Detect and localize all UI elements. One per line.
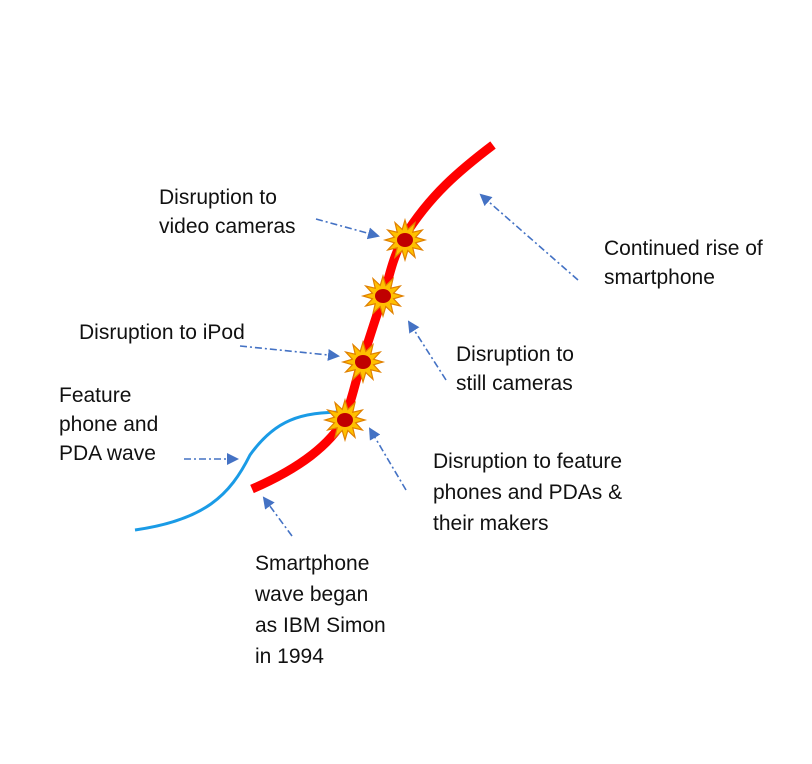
starburst-core-feature-phones <box>337 413 353 427</box>
arrow-still-cameras <box>407 320 447 381</box>
label-continued-rise: Continued rise of smartphone <box>604 237 763 289</box>
label-ipod: Disruption to iPod <box>79 321 245 344</box>
smartphone-wave-curve <box>250 141 496 494</box>
starburst-core-still-cameras <box>375 289 391 303</box>
arrow-smartphone-began <box>262 496 293 537</box>
feature-phone-wave-curve <box>134 410 346 532</box>
label-feature-phone-wave: Feature phone and PDA wave <box>59 384 159 465</box>
arrow-continued-rise <box>479 193 579 281</box>
starburst-core-ipod <box>355 355 371 369</box>
label-still-cameras: Disruption to still cameras <box>456 343 574 395</box>
arrow-ipod <box>239 345 340 361</box>
label-video-cameras: Disruption to video cameras <box>159 186 296 238</box>
arrow-feature-phones-pdas <box>368 427 407 491</box>
label-smartphone-began: Smartphone wave began as IBM Simon in 19… <box>255 552 386 668</box>
label-feature-phones-pdas: Disruption to feature phones and PDAs & … <box>433 450 623 535</box>
starburst-core-video-cameras <box>397 233 413 247</box>
arrow-video-cameras <box>315 218 380 240</box>
